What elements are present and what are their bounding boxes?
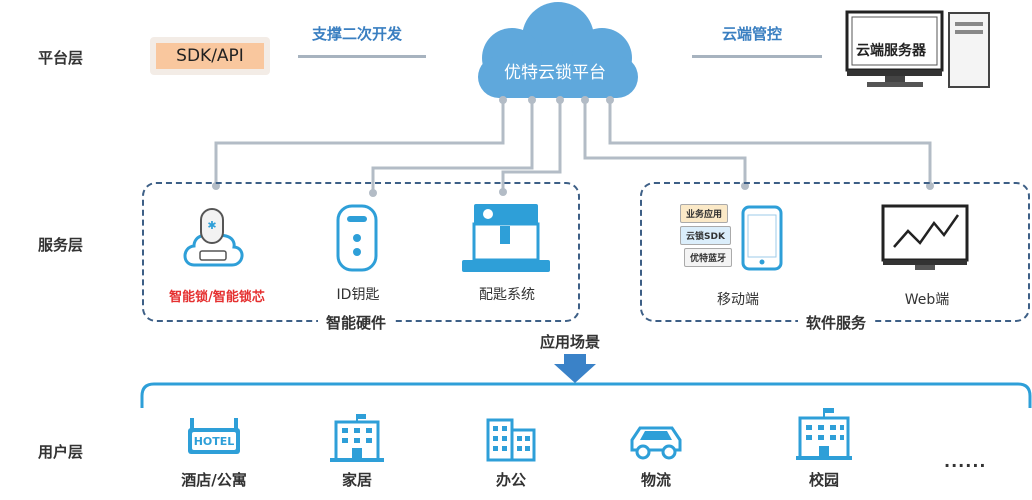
cloud-control-label: 云端管控 [722,25,783,43]
scene-campus: 校园 [808,471,839,489]
scene-hotel: 酒店/公寓 [181,471,247,489]
home-building-icon [330,414,384,462]
hardware-item-id-key: ID钥匙 [336,287,380,303]
scenes-bracket [140,382,1032,408]
layer-label-platform: 平台层 [38,49,84,67]
hotel-sign-text: HOTEL [193,435,235,448]
scene-home: 家居 [341,471,372,489]
hardware-group-label: 智能硬件 [318,312,395,333]
layer-label-user: 用户层 [38,443,84,461]
key-machine-icon [462,204,550,272]
cloud-icon [478,2,638,98]
software-item-mobile: 移动端 [717,292,759,308]
smart-lock-icon: ✱ [183,208,244,267]
scenes-title: 应用场景 [540,333,601,351]
secondary-dev-label: 支撑二次开发 [312,25,403,43]
phone-tag-bluetooth: 优特蓝牙 [684,248,733,267]
hardware-item-smart-lock: 智能锁/智能锁芯 [169,290,265,305]
office-building-icon [486,418,536,462]
scene-logistics: 物流 [640,471,671,489]
mobile-phone-icon [741,205,783,271]
right-connector-line [692,55,822,58]
id-key-icon [336,204,378,272]
web-monitor-icon [881,204,969,270]
cloud-platform-label: 优特云锁平台 [504,63,606,83]
hotel-icon [188,418,240,454]
campus-building-icon [796,408,852,460]
vehicle-icon [630,426,682,460]
software-group-label: 软件服务 [798,312,875,333]
layer-label-service: 服务层 [38,236,84,254]
more-scenes-ellipsis: ...... [944,452,987,471]
svg-text:✱: ✱ [207,219,216,232]
server-label: 云端服务器 [856,43,926,59]
down-arrow-icon [554,354,596,383]
software-item-web: Web端 [904,292,950,308]
server-monitor-icon [845,10,990,88]
phone-tag-business: 业务应用 [680,204,729,223]
scene-office: 办公 [495,471,526,489]
phone-tag-sdk: 云锁SDK [680,226,731,245]
hardware-item-key-system: 配匙系统 [479,287,535,303]
left-connector-line [298,55,426,58]
sdk-api-box: SDK/API [150,37,270,75]
